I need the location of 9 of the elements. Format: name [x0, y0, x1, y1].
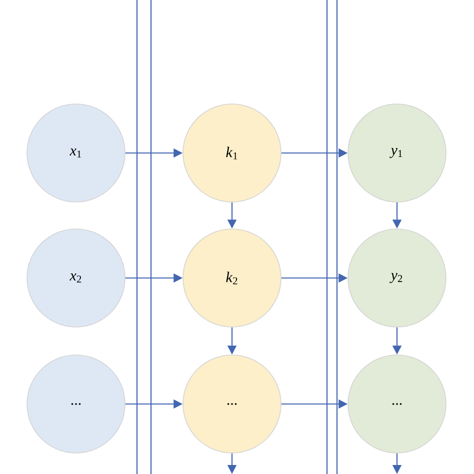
circle-node: ...: [182, 354, 282, 454]
circle-node: y$_{1}$: [348, 104, 446, 202]
circle-node: k$_{1}$: [182, 104, 282, 202]
circle-node: x$_{1}$: [26, 104, 126, 202]
circle-node: y$_{2}$: [348, 228, 446, 328]
circle-node: ...: [26, 354, 126, 454]
circle-node: k$_{2}$: [182, 228, 282, 328]
circle-node: x$_{2}$: [26, 228, 126, 328]
circle-node: ...: [348, 354, 446, 454]
